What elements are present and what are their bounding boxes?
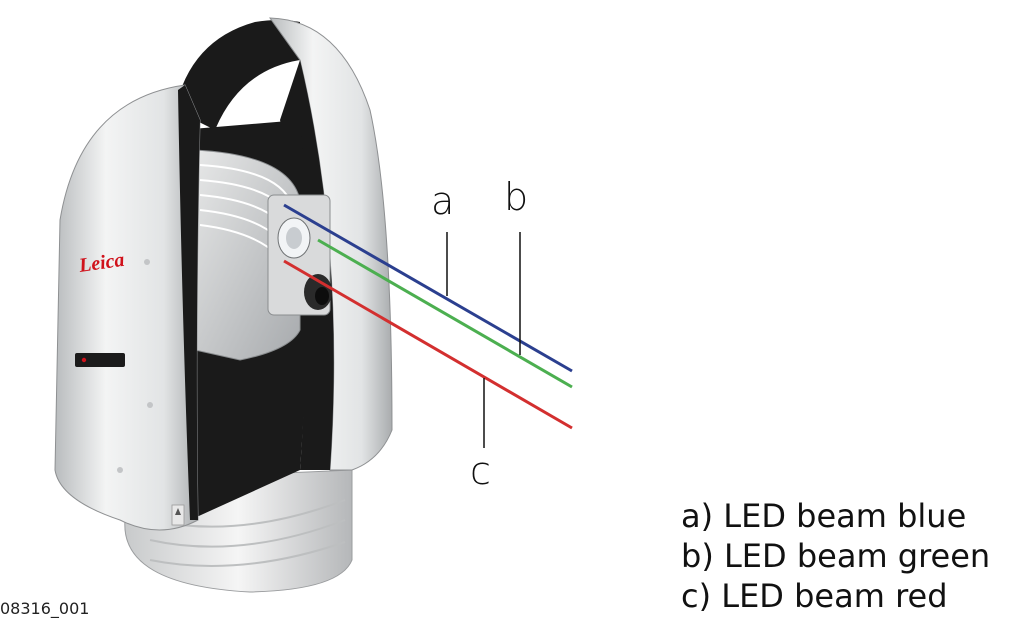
legend: a) LED beam blue b) LED beam green c) LE… bbox=[681, 496, 990, 616]
legend-item-green: b) LED beam green bbox=[681, 537, 991, 575]
warning-label-icon bbox=[171, 504, 185, 526]
legend-item-blue: a) LED beam blue bbox=[681, 497, 967, 535]
led-beams bbox=[283, 203, 573, 430]
led-beam-green bbox=[317, 238, 573, 389]
image-id-label: 08316_001 bbox=[0, 599, 90, 618]
display-panel bbox=[75, 353, 125, 367]
legend-item-red: c) LED beam red bbox=[681, 577, 948, 615]
carry-handle bbox=[175, 20, 300, 130]
rotating-head bbox=[194, 149, 332, 361]
left-shell: Leica bbox=[54, 84, 201, 531]
callout-c: c bbox=[470, 449, 491, 493]
led-beam-red bbox=[283, 259, 573, 430]
led-beam-blue bbox=[283, 203, 573, 373]
callout-a: a bbox=[431, 179, 455, 223]
camera-lens-icon bbox=[304, 274, 332, 310]
callout-leaders bbox=[446, 232, 521, 448]
callout-b: b bbox=[504, 175, 529, 219]
